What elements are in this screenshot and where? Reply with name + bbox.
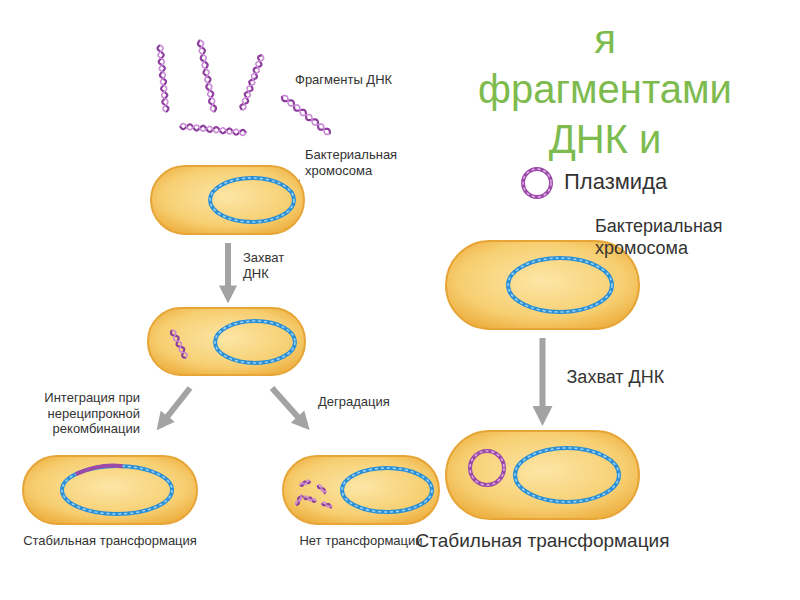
- dna-strand: [304, 496, 316, 501]
- chromosome: [342, 468, 432, 512]
- dna-strand: [304, 497, 316, 502]
- chromosome-strand: [342, 468, 432, 512]
- step-label: Захват ДНК: [243, 250, 301, 281]
- bacterium-cell: Стабильная трансформация: [22, 455, 198, 525]
- cell-membrane: [283, 456, 439, 524]
- chromosome-strand: [210, 178, 294, 222]
- dna-strand: [282, 96, 330, 134]
- bacterium-cell: Нет трансформации: [282, 455, 440, 525]
- cell-membrane: [446, 431, 639, 519]
- dna-strand: [199, 40, 214, 112]
- edge-label: Захват ДНК: [567, 367, 665, 389]
- dna-strand: [180, 124, 246, 134]
- cell-membrane: [151, 166, 304, 234]
- dna-strand: [198, 40, 216, 112]
- title: я фрагментами ДНК и: [475, 14, 735, 164]
- bacterium-cell: Бактериальная хромосома: [150, 165, 305, 235]
- dna-strand: [300, 481, 310, 486]
- dna-strand: [296, 494, 302, 505]
- step-label: Интеграция при нереципрокной рекомбинаци…: [28, 390, 140, 437]
- cell-membrane: [23, 456, 197, 524]
- dna-strand: [282, 96, 330, 135]
- cell-caption: Стабильная трансформация: [23, 533, 197, 549]
- plasmid: [470, 451, 504, 485]
- dna-strand: [158, 45, 168, 112]
- bacterium-cell: [148, 308, 305, 375]
- callout-label: Бактериальная хромосома: [305, 147, 430, 178]
- integrated-dna: [76, 466, 123, 475]
- arrow: [225, 243, 231, 298]
- legend-label: Плазмида: [564, 169, 667, 195]
- dna-strand: [180, 124, 246, 136]
- chromosome: [215, 321, 295, 363]
- arrow: [272, 388, 306, 426]
- plasmid-strand: [523, 169, 551, 197]
- dna-strand: [172, 330, 187, 358]
- plasmid: [523, 169, 551, 197]
- dna-strand: [318, 485, 327, 492]
- step-label: Фрагменты ДНК: [295, 72, 392, 88]
- callout-label: Бактериальная хромосома: [595, 216, 767, 259]
- dna-strand: [158, 45, 169, 112]
- plasmid-strand: [470, 451, 504, 485]
- chromosome-strand: [515, 448, 619, 502]
- arrow: [160, 388, 190, 426]
- dna-strand: [171, 330, 186, 358]
- cell-caption: Нет трансформации: [299, 533, 422, 549]
- chromosome: [515, 448, 619, 502]
- chromosome-strand: [215, 321, 295, 363]
- block-arrow: [540, 338, 546, 420]
- step-label: Деградация: [318, 394, 390, 410]
- cell-outline: [150, 165, 305, 235]
- chromosome-strand: [62, 466, 172, 514]
- chromosome: [62, 466, 172, 514]
- cell-outline: [445, 430, 640, 520]
- chromosome: [210, 178, 294, 222]
- cell-outline: [282, 455, 440, 525]
- dna-strand: [322, 502, 333, 507]
- bacterium-cell: Бактериальная хромосома: [445, 240, 640, 330]
- cell-caption: Стабильная трансформация: [416, 530, 670, 553]
- chromosome: [508, 258, 612, 312]
- chromosome-strand: [508, 258, 612, 312]
- dna-strand: [300, 480, 310, 485]
- dna-strand: [242, 55, 264, 110]
- cell-outline: [22, 455, 198, 525]
- bacterium-cell: Стабильная трансформация: [445, 430, 640, 520]
